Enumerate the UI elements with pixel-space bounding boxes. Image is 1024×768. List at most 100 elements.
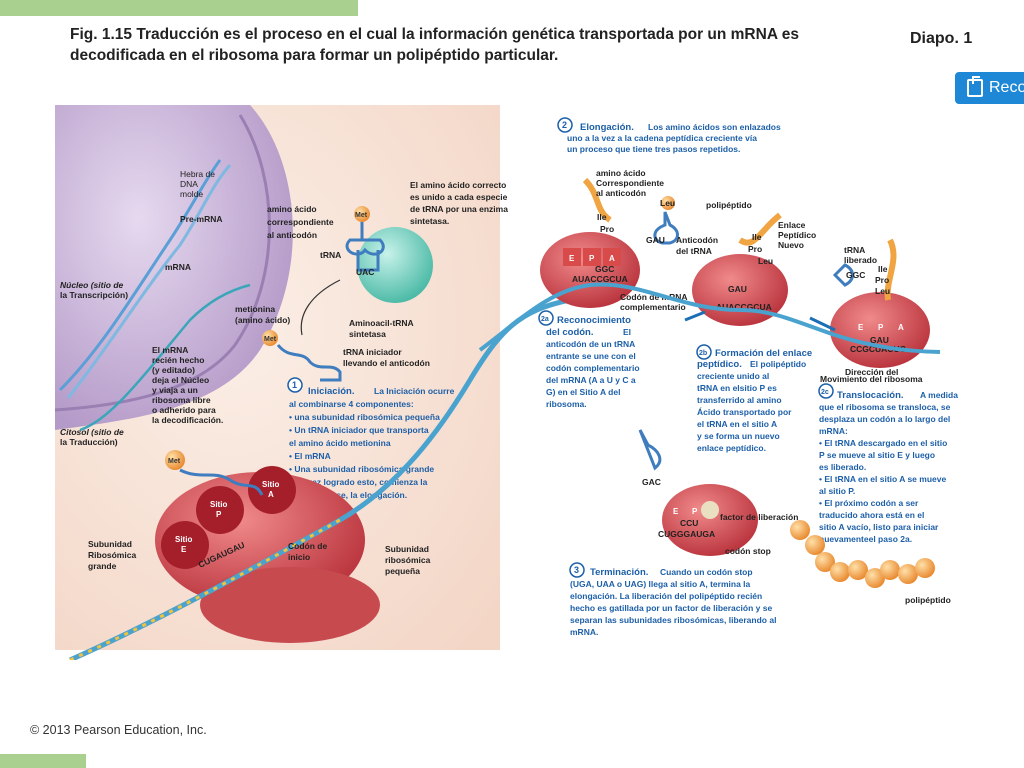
sitio-a-pocket	[248, 466, 296, 514]
dna-label-1: Hebra de	[180, 169, 215, 179]
dna-label-2: DNA	[180, 179, 198, 189]
ile-label-1: Ile	[597, 212, 607, 222]
initiation-line: • El mRNA	[289, 451, 331, 461]
nucleus-label-1: Núcleo (sitio de	[60, 280, 124, 290]
initiation-line: • una subunidad ribosómica pequeña	[289, 412, 440, 422]
aa-correspondiente-1: amino ácido	[596, 168, 646, 178]
copyright-notice: © 2013 Pearson Education, Inc.	[30, 723, 207, 737]
aa-correspondiente-3: al anticodón	[596, 188, 646, 198]
polypeptide-2	[738, 212, 782, 246]
enzyme-label-2: sintetasa	[349, 329, 386, 339]
step-3-badge	[569, 562, 585, 578]
termination-line: separan las subunidades ribosómicas, lib…	[570, 615, 776, 625]
peptide-bead	[880, 560, 900, 580]
met-amino-acid-bead	[354, 206, 370, 222]
step-2b-line: y se forma un nuevo	[697, 431, 780, 441]
met-initiator-bead	[262, 330, 278, 346]
site-e-3-label: E	[858, 323, 864, 332]
step-2c-line: • El tRNA en el sitio A se mueve	[819, 474, 946, 484]
step-2b-line: transferrido al amino	[697, 395, 782, 405]
initiation-step-text: 1 Iniciación. La Iniciación ocurre al co…	[287, 377, 455, 500]
enzyme-label-1: Aminoacil-tRNA	[349, 318, 414, 328]
small-subunit-label-3: pequeña	[385, 566, 420, 576]
step-2b-heading-1: Formación del enlace	[715, 348, 812, 359]
synthetase-text-2: es unido a cada especie	[410, 192, 508, 202]
sitio-a-label-1: Sitio	[262, 480, 279, 489]
aa-label-3: al anticodón	[267, 230, 317, 240]
site-e-1-label: E	[569, 254, 575, 263]
initiation-heading: Iniciación.	[308, 386, 354, 397]
initiator-label-1: tRNA iniciador	[343, 347, 402, 357]
termination-line: elongación. La liberación del polipéptid…	[570, 591, 762, 601]
mrna-bases	[69, 518, 341, 660]
large-subunit-label-3: grande	[88, 561, 117, 571]
step-2c-line: que el ribosoma se transloca, se	[819, 402, 951, 412]
anticodon-label-1: Anticodón	[676, 235, 718, 245]
metionina-label-1: metionina	[235, 304, 275, 314]
synthetase-arrow	[300, 279, 341, 336]
record-button-label: Reco	[989, 79, 1024, 96]
term-seq: CUGGGAUGA	[658, 529, 715, 539]
mrna-exit-text: El mRNA recién hecho (y editado) deja el…	[152, 345, 223, 425]
step-2b-heading-2: peptídico.	[697, 359, 742, 370]
sitio-p-label-1: Sitio	[210, 500, 227, 509]
initiation-line: • Una subunidad ribosómica grande	[289, 464, 434, 474]
direccion-label-2: Movimiento del ribosoma	[820, 374, 923, 384]
sitio-e-pocket	[161, 521, 209, 569]
termination-line: hecho es gatillada por un factor de libe…	[570, 603, 772, 613]
pro-label-3: Pro	[875, 275, 889, 285]
trna-liberado-2: liberado	[844, 255, 877, 265]
peptide-bead	[790, 520, 810, 540]
step-2c-heading: Translocación.	[837, 390, 904, 401]
polypeptide-1	[582, 177, 612, 223]
term-ccu: CCU	[680, 518, 698, 528]
mrna-exit-line: deja el Núcleo	[152, 375, 209, 385]
ribosome-trna	[179, 468, 264, 496]
trna-synthetase	[345, 222, 385, 272]
enlace-label-3: Nuevo	[778, 240, 804, 250]
nuclear-envelope	[54, 114, 271, 412]
pro-label-2: Pro	[748, 244, 762, 254]
polipeptido-term-label: polipéptido	[905, 595, 951, 605]
elongation-mrna	[478, 282, 941, 354]
trna-liberado-1: tRNA	[844, 245, 865, 255]
translation-diagram: Hebra de DNA molde Pre-mRNA mRNA Núcleo …	[54, 105, 958, 660]
site-a-1	[603, 248, 621, 266]
initiation-line: el amino ácido metionina	[289, 438, 391, 448]
initiator-label-2: llevando el anticodón	[343, 358, 430, 368]
met-ribosome-bead	[165, 450, 185, 470]
site-a-3-label: A	[898, 323, 904, 332]
record-button[interactable]: Reco	[955, 72, 1024, 104]
record-icon	[967, 76, 983, 97]
peptide-bead	[830, 562, 850, 582]
polipeptido-label: polipéptido	[706, 200, 752, 210]
term-site-e: E	[673, 507, 679, 516]
step-2c-line: • El próximo codón a ser	[819, 498, 919, 508]
initiation-line: Una vez logrado esto, comienza la	[289, 477, 428, 487]
top-accent-bar	[0, 0, 358, 16]
step-2a-line: anticodón de un tRNA	[546, 339, 635, 349]
large-subunit-label-1: Subunidad	[88, 539, 132, 549]
peptide-bead	[805, 535, 825, 555]
small-subunit-label-2: ribosómica	[385, 555, 431, 565]
step-2b-line: tRNA en elsitio P es	[697, 383, 777, 393]
step-2b-line: el tRNA en el sitio A	[697, 419, 777, 429]
premrna-label: Pre-mRNA	[180, 214, 223, 224]
leu-label-3: Leu	[875, 286, 890, 296]
step-2a-heading-1: Reconocimiento	[557, 315, 631, 326]
aa-correspondiente-2: Correspondiente	[596, 178, 664, 188]
citosol-label-2: la Traducción)	[60, 437, 118, 447]
nucleus-label-2: la Transcripción)	[60, 290, 128, 300]
synthetase-anticodon: UAC	[356, 267, 374, 277]
synthetase-text-3: de tRNA por una enzima	[410, 204, 508, 214]
stop-codon-label: codón stop	[725, 546, 771, 556]
site-p-3-label: P	[878, 323, 884, 332]
dna-strand	[58, 159, 222, 392]
figure-title-line-2: decodificada en el ribosoma para formar …	[70, 47, 559, 64]
step-2c-line: sitio A vacío, listo para iniciar	[819, 522, 939, 532]
termination-ribosome	[662, 484, 758, 556]
site-e-1	[563, 248, 581, 266]
step-2c-badge	[818, 383, 834, 399]
step-2c-line: nuevamenteel paso 2a.	[819, 534, 912, 544]
pro-label-1: Pro	[600, 224, 614, 234]
